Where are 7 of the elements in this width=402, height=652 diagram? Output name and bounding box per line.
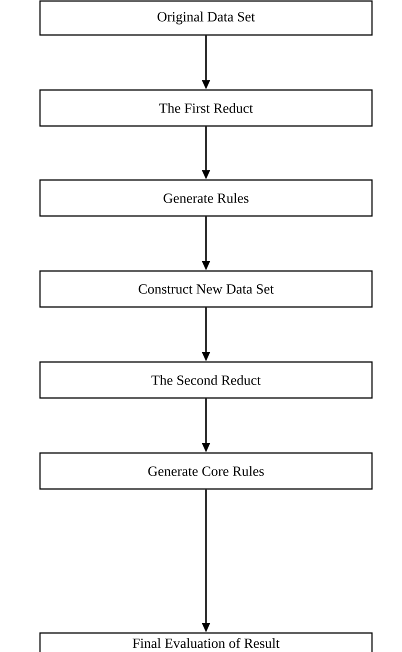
process-box: The Second Reduct [39,361,373,399]
process-box: Generate Rules [39,179,373,217]
process-box: Original Data Set [39,0,373,36]
process-box: Construct New Data Set [39,270,373,308]
process-box: The First Reduct [39,89,373,127]
process-box: Generate Core Rules [39,452,373,490]
process-box: Final Evaluation of Result [39,632,373,652]
